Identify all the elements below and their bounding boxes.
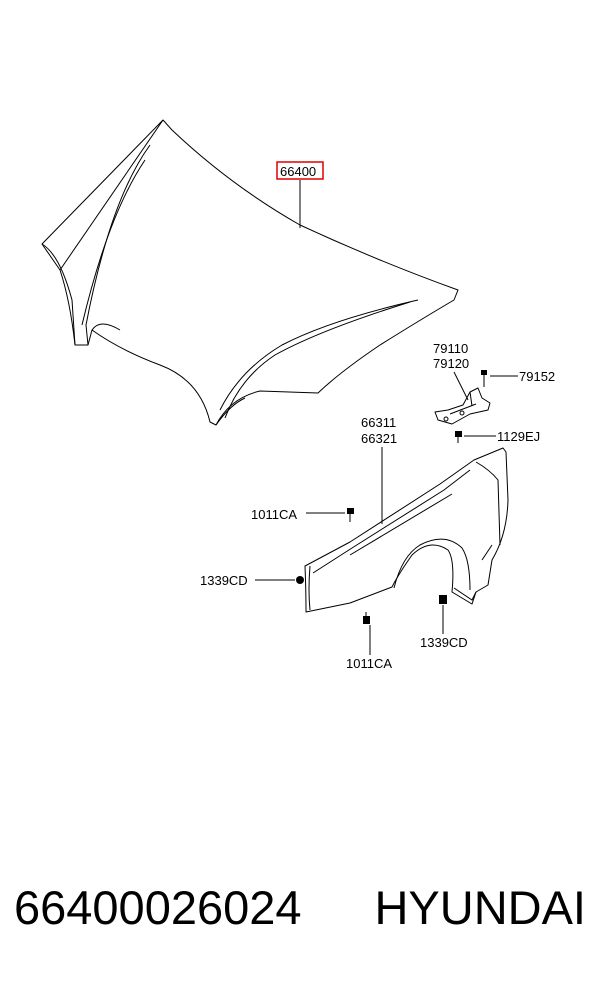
- fender-bottom-bolt: [363, 612, 370, 624]
- hinge-screw-callout-label: 1129EJ: [497, 429, 540, 444]
- hinge-callout[interactable]: 79110 79120: [433, 341, 469, 401]
- part-number: 66400026024: [14, 881, 302, 934]
- fender-left-clip-callout-label: 1339CD: [200, 573, 248, 588]
- fender-top-bolt-callout[interactable]: 1011CA: [251, 507, 345, 522]
- fender-callout[interactable]: 66311 66321: [361, 415, 397, 524]
- fender-callout-label-b: 66321: [361, 431, 397, 446]
- hinge-bolt-callout[interactable]: 79152: [490, 369, 555, 384]
- hood-panel: [41, 119, 459, 426]
- fender-bottom-bolt-callout-label: 1011CA: [346, 656, 392, 671]
- fender-bottom-clip-callout[interactable]: 1339CD: [420, 605, 468, 650]
- fender-top-bolt: [347, 508, 354, 522]
- hood-callout-box: [276, 161, 324, 180]
- fender-bottom-clip: [439, 595, 447, 604]
- footer: 66400026024 HYUNDAI: [14, 880, 586, 950]
- fender-left-clip: [296, 576, 304, 584]
- hinge-screw: [455, 431, 462, 443]
- hinge-callout-label-b: 79120: [433, 356, 469, 371]
- fender-left-clip-callout[interactable]: 1339CD: [200, 573, 295, 588]
- hinge-leader-line: [453, 371, 469, 401]
- fender-bottom-bolt-callout[interactable]: 1011CA: [346, 625, 392, 671]
- fender-bottom-clip-callout-label: 1339CD: [420, 635, 468, 650]
- front-fender: [304, 447, 509, 613]
- hood-callout[interactable]: 66400: [276, 161, 324, 228]
- hood-hinge: [434, 387, 491, 425]
- hood-callout-label: 66400: [280, 164, 316, 179]
- brand-name: HYUNDAI: [374, 881, 586, 934]
- hinge-screw-callout[interactable]: 1129EJ: [464, 429, 540, 444]
- fender-top-bolt-callout-label: 1011CA: [251, 507, 297, 522]
- hinge-callout-label-a: 79110: [433, 341, 468, 356]
- hinge-bolt: [481, 370, 487, 387]
- hinge-bolt-callout-label: 79152: [519, 369, 555, 384]
- fender-callout-label-a: 66311: [361, 415, 396, 430]
